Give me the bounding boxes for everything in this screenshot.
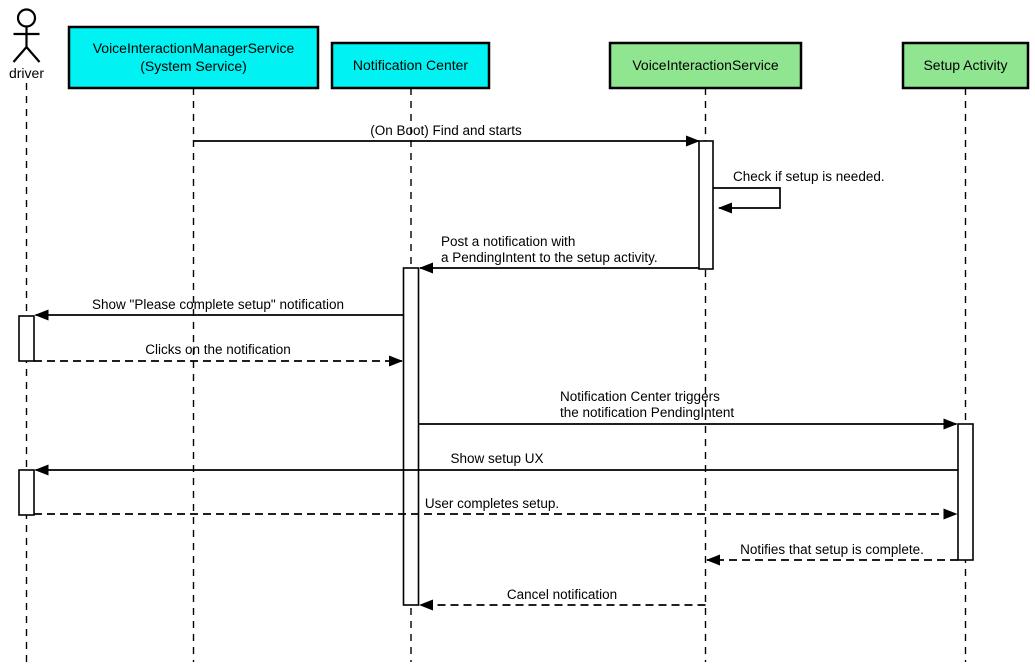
participant-box <box>608 41 803 90</box>
participant-box <box>901 41 1030 90</box>
message-label: Clicks on the notification <box>145 342 291 357</box>
message-label: Cancel notification <box>507 587 617 602</box>
participant-box <box>67 25 320 90</box>
message-check-if-setup-needed: Check if setup is needed. <box>713 169 885 214</box>
message-label: the notification PendingIntent <box>560 405 734 420</box>
participant-notification-center: Notification Center <box>330 41 491 90</box>
message-show-complete-setup-notification: Show "Please complete setup" notificatio… <box>34 297 404 321</box>
participant-label: VoiceInteractionService <box>632 57 779 73</box>
activation-driver-2 <box>18 469 35 516</box>
message-triggers-pendingintent: Notification Center triggers the notific… <box>418 389 958 430</box>
message-clicks-on-notification: Clicks on the notification <box>34 342 403 367</box>
message-label: Post a notification with <box>441 234 575 249</box>
message-post-notification: Post a notification with a PendingIntent… <box>419 234 699 274</box>
participant-voice-interaction-service: VoiceInteractionService <box>608 41 803 90</box>
participant-setup-activity: Setup Activity <box>901 41 1030 90</box>
actor-driver-label: driver <box>9 65 44 81</box>
message-cancel-notification: Cancel notification <box>419 587 706 611</box>
message-label: Show setup UX <box>450 451 543 466</box>
message-user-completes-setup: User completes setup. <box>34 496 958 520</box>
message-label: (On Boot) Find and starts <box>370 123 522 138</box>
message-label: Show "Please complete setup" notificatio… <box>92 297 344 312</box>
actor-driver-icon <box>12 8 41 63</box>
activation-driver-1 <box>18 315 35 362</box>
activation-notification-center <box>402 267 420 606</box>
message-label: Check if setup is needed. <box>733 169 885 184</box>
activation-setup-activity <box>957 423 974 561</box>
participant-box <box>330 41 491 90</box>
message-label: Notifies that setup is complete. <box>740 542 924 557</box>
message-notifies-setup-complete: Notifies that setup is complete. <box>706 542 958 566</box>
participant-label: (System Service) <box>140 58 247 74</box>
message-label: a PendingIntent to the setup activity. <box>441 250 658 265</box>
activation-voice-interaction-service <box>698 140 714 270</box>
participant-label: Notification Center <box>353 57 469 73</box>
message-on-boot-find-and-starts: (On Boot) Find and starts <box>193 123 700 147</box>
message-show-setup-ux: Show setup UX <box>34 451 958 476</box>
participant-voice-interaction-manager-service: VoiceInteractionManagerService (System S… <box>67 25 320 90</box>
message-label: Notification Center triggers <box>560 389 720 404</box>
participant-label: Setup Activity <box>923 57 1007 73</box>
participant-label: VoiceInteractionManagerService <box>93 40 295 56</box>
message-label: User completes setup. <box>425 496 559 511</box>
